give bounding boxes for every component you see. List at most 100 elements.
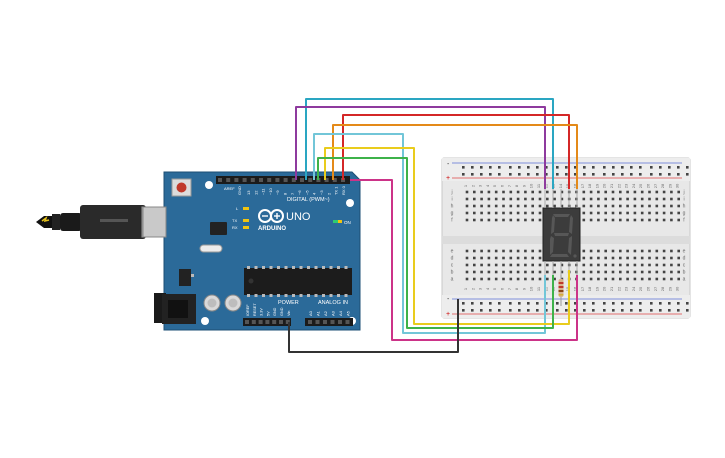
breadboard-hole[interactable] xyxy=(626,204,629,208)
breadboard-hole[interactable] xyxy=(538,218,542,222)
breadboard-hole[interactable] xyxy=(619,204,622,208)
breadboard-hole[interactable] xyxy=(494,190,498,194)
header-pin-hole[interactable] xyxy=(259,178,263,182)
rail-hole[interactable] xyxy=(574,302,577,305)
breadboard-hole[interactable] xyxy=(626,277,629,281)
breadboard-hole[interactable] xyxy=(582,204,586,208)
breadboard-hole[interactable] xyxy=(509,190,513,194)
breadboard-hole[interactable] xyxy=(670,249,673,253)
breadboard-hole[interactable] xyxy=(597,256,600,260)
breadboard-hole[interactable] xyxy=(465,204,469,208)
breadboard-hole[interactable] xyxy=(597,218,600,222)
header-pin-hole[interactable] xyxy=(324,178,329,182)
header-pin-hole[interactable] xyxy=(291,178,296,182)
breadboard-hole[interactable] xyxy=(611,270,615,274)
rail-hole[interactable] xyxy=(603,309,606,312)
breadboard-hole[interactable] xyxy=(538,249,542,253)
breadboard-hole[interactable] xyxy=(524,197,527,201)
breadboard-hole[interactable] xyxy=(502,270,505,274)
rail-hole[interactable] xyxy=(471,302,474,305)
breadboard-hole[interactable] xyxy=(619,249,622,253)
breadboard-hole[interactable] xyxy=(582,249,586,253)
breadboard-hole[interactable] xyxy=(524,263,527,267)
header-pin-hole[interactable] xyxy=(330,320,335,324)
breadboard-hole[interactable] xyxy=(604,277,607,281)
breadboard-hole[interactable] xyxy=(626,249,629,253)
rail-hole[interactable] xyxy=(527,166,530,169)
breadboard-hole[interactable] xyxy=(582,197,586,201)
rail-hole[interactable] xyxy=(574,173,577,176)
rail-hole[interactable] xyxy=(668,309,671,312)
breadboard-hole[interactable] xyxy=(538,211,542,215)
header-pin-hole[interactable] xyxy=(345,320,350,324)
rail-hole[interactable] xyxy=(545,302,548,305)
breadboard-hole[interactable] xyxy=(480,218,483,222)
rail-hole[interactable] xyxy=(612,309,615,312)
breadboard-hole[interactable] xyxy=(648,218,651,222)
breadboard-hole[interactable] xyxy=(531,270,534,274)
breadboard-hole[interactable] xyxy=(465,263,469,267)
breadboard-hole[interactable] xyxy=(524,204,527,208)
rail-hole[interactable] xyxy=(565,302,568,305)
rail-hole[interactable] xyxy=(545,309,548,312)
breadboard-hole[interactable] xyxy=(531,197,534,201)
breadboard-hole[interactable] xyxy=(640,277,644,281)
breadboard-hole[interactable] xyxy=(531,256,534,260)
breadboard-hole[interactable] xyxy=(473,190,476,194)
rail-hole[interactable] xyxy=(583,309,586,312)
breadboard-hole[interactable] xyxy=(633,197,637,201)
breadboard-hole[interactable] xyxy=(487,204,491,208)
breadboard-hole[interactable] xyxy=(546,263,549,267)
breadboard-hole[interactable] xyxy=(487,277,491,281)
header-pin-hole[interactable] xyxy=(226,178,231,182)
breadboard-hole[interactable] xyxy=(465,190,469,194)
rail-hole[interactable] xyxy=(536,302,539,305)
breadboard-hole[interactable] xyxy=(626,211,629,215)
rail-hole[interactable] xyxy=(659,173,662,176)
header-pin-hole[interactable] xyxy=(285,320,290,324)
header-pin-hole[interactable] xyxy=(272,320,277,324)
header-pin-hole[interactable] xyxy=(265,320,270,324)
breadboard-hole[interactable] xyxy=(531,190,534,194)
breadboard-hole[interactable] xyxy=(582,263,586,267)
breadboard-hole[interactable] xyxy=(473,204,476,208)
breadboard-hole[interactable] xyxy=(597,204,600,208)
breadboard-hole[interactable] xyxy=(546,270,549,274)
breadboard-hole[interactable] xyxy=(626,256,629,260)
breadboard-hole[interactable] xyxy=(494,197,498,201)
breadboard-hole[interactable] xyxy=(553,204,556,208)
breadboard-hole[interactable] xyxy=(465,270,469,274)
breadboard-hole[interactable] xyxy=(611,204,615,208)
breadboard-hole[interactable] xyxy=(670,263,673,267)
breadboard-hole[interactable] xyxy=(538,277,542,281)
breadboard-hole[interactable] xyxy=(655,256,659,260)
breadboard-hole[interactable] xyxy=(516,190,520,194)
breadboard-hole[interactable] xyxy=(531,218,534,222)
breadboard-hole[interactable] xyxy=(480,211,483,215)
rail-hole[interactable] xyxy=(592,166,595,169)
breadboard-hole[interactable] xyxy=(662,211,666,215)
breadboard-hole[interactable] xyxy=(538,204,542,208)
breadboard-hole[interactable] xyxy=(487,197,491,201)
breadboard-hole[interactable] xyxy=(516,218,520,222)
breadboard-hole[interactable] xyxy=(662,218,666,222)
breadboard-hole[interactable] xyxy=(626,270,629,274)
breadboard-hole[interactable] xyxy=(677,211,680,215)
breadboard-hole[interactable] xyxy=(670,218,673,222)
breadboard-hole[interactable] xyxy=(589,277,593,281)
breadboard-hole[interactable] xyxy=(524,218,527,222)
breadboard-hole[interactable] xyxy=(597,249,600,253)
rail-hole[interactable] xyxy=(480,302,483,305)
breadboard-hole[interactable] xyxy=(655,249,659,253)
breadboard-hole[interactable] xyxy=(480,263,483,267)
rail-hole[interactable] xyxy=(556,166,559,169)
breadboard-hole[interactable] xyxy=(655,263,659,267)
breadboard-hole[interactable] xyxy=(538,190,542,194)
breadboard-hole[interactable] xyxy=(589,204,593,208)
rail-hole[interactable] xyxy=(612,302,615,305)
breadboard-hole[interactable] xyxy=(516,197,520,201)
rail-hole[interactable] xyxy=(462,166,465,169)
breadboard-hole[interactable] xyxy=(633,218,637,222)
